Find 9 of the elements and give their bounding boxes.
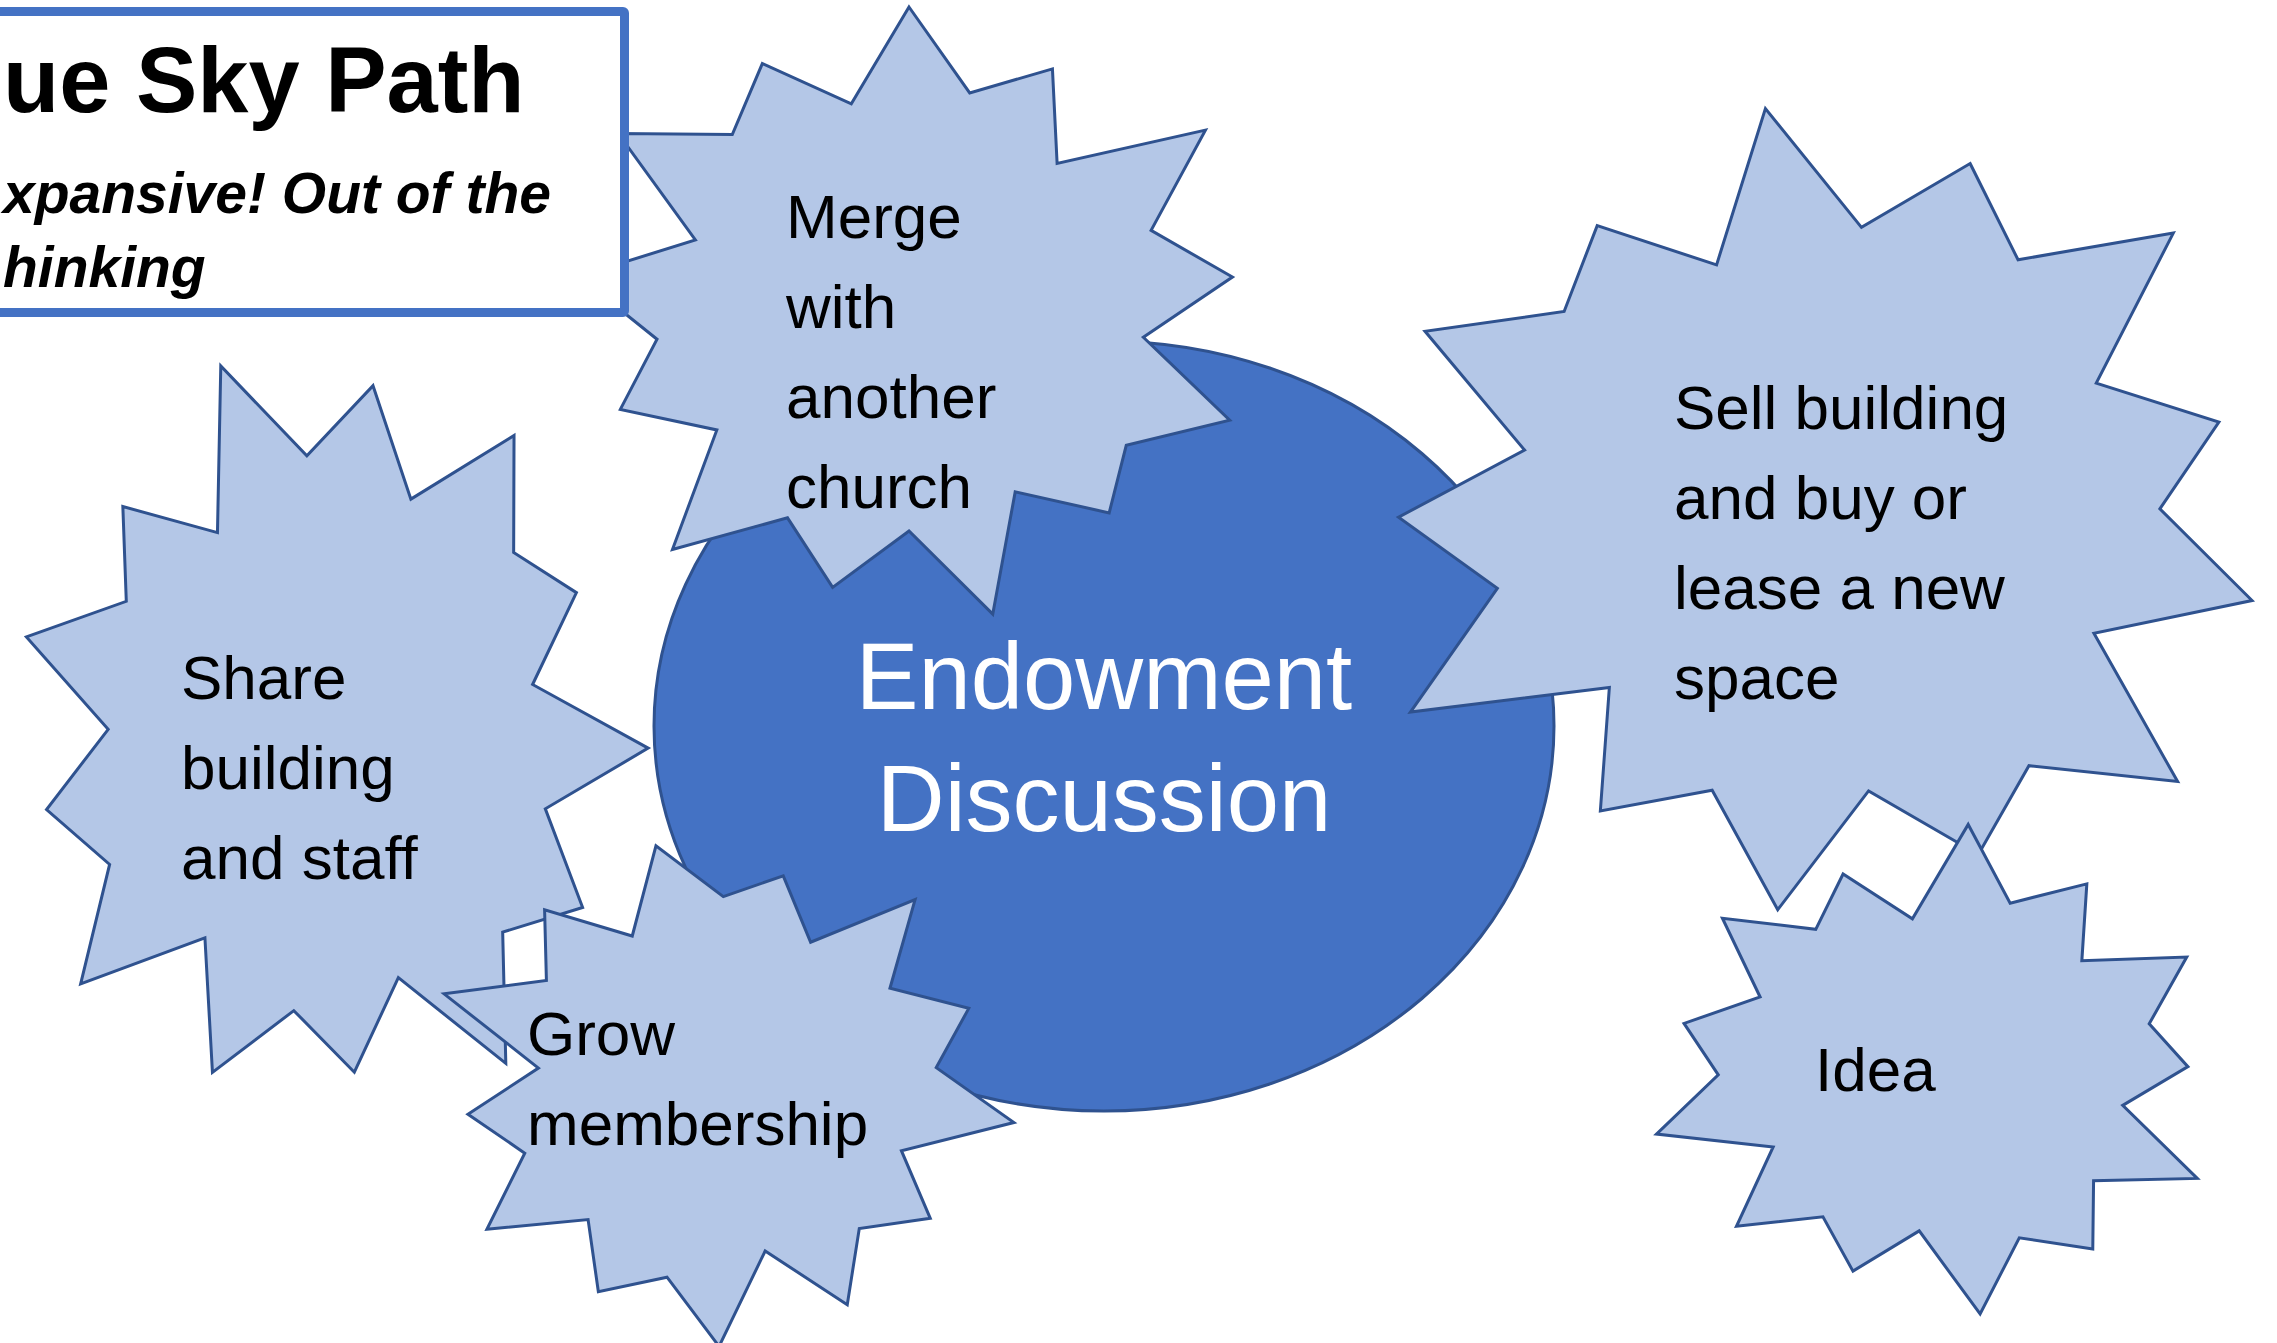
title-text: ue Sky Path	[3, 30, 525, 132]
idea-text: Idea	[1815, 1034, 1937, 1106]
title-box	[0, 7, 629, 317]
idea-text: Sell building and buy or lease a new space	[1674, 372, 2010, 714]
idea-text: Grow membership	[527, 998, 870, 1160]
subtitle-text: xpansive! Out of the hinking	[3, 160, 552, 302]
idea-text: Share building and staff	[181, 642, 419, 894]
idea-text: Merge with another church	[786, 181, 998, 523]
topic-text: Endowment Discussion	[854, 623, 1354, 854]
